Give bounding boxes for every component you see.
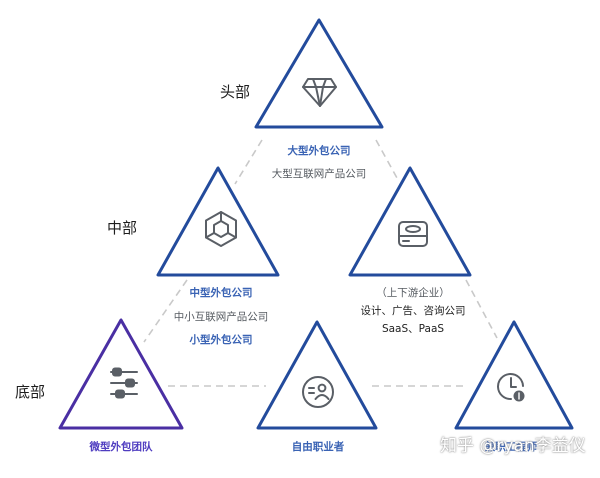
mid-right-node-label-2: 设计、广告、咨询公司 — [360, 305, 466, 317]
tier-label-head: 头部 — [220, 83, 251, 101]
mid-right-node-label-3: SaaS、PaaS — [381, 323, 445, 335]
tier-label-middle: 中部 — [107, 219, 138, 237]
clock-money-icon — [497, 373, 525, 402]
user-card-icon — [302, 376, 334, 408]
cube-icon — [205, 211, 237, 247]
watermark: 知乎 @ryan李益仪 — [440, 436, 586, 456]
connector-top-midleft — [234, 139, 263, 185]
triangle-mid-right — [348, 166, 472, 277]
top-node-label-1: 大型外包公司 — [287, 145, 351, 157]
mid-right-node-label-1: （上下游企业） — [376, 287, 450, 299]
top-node-label-2: 大型互联网产品公司 — [271, 168, 367, 180]
mid-left-node-label-1: 中型外包公司 — [189, 287, 253, 299]
connector-midright-bottomright — [465, 279, 498, 339]
mid-left-node-label-2: 中小互联网产品公司 — [173, 311, 269, 323]
sliders-icon — [110, 367, 138, 399]
mid-left-node-label-3: 小型外包公司 — [189, 334, 253, 346]
bottom-right-node-label: 兼职工程师 — [484, 441, 538, 453]
triangle-top — [254, 18, 384, 129]
triangle-bottom-right — [454, 320, 574, 430]
dashed-connectors — [143, 139, 498, 387]
triangle-mid-left — [156, 166, 280, 277]
bottom-mid-node-label: 自由职业者 — [291, 441, 345, 453]
connector-top-midright — [375, 139, 398, 179]
hard-drive-icon — [398, 221, 428, 247]
tier-label-bottom: 底部 — [15, 383, 46, 401]
triangle-bottom-mid — [256, 320, 378, 430]
bottom-left-node-label: 微型外包团队 — [89, 441, 153, 453]
connector-midleft-bottomleft — [143, 279, 188, 343]
diamond-icon — [302, 78, 337, 107]
triangle-bottom-left — [58, 318, 184, 430]
